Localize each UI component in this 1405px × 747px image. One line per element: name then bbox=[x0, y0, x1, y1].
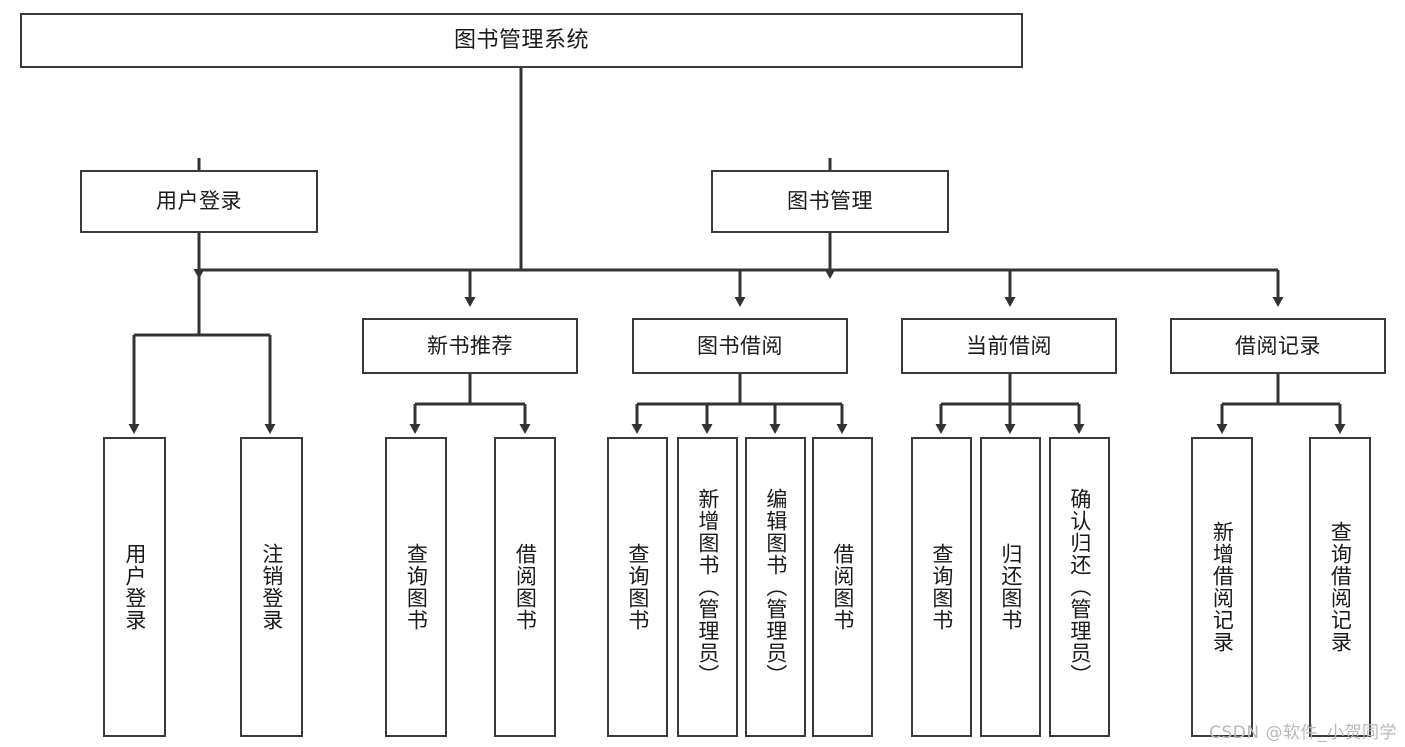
node-label: 借阅记录 bbox=[1235, 333, 1321, 358]
node-leaf-add-borrow-record[interactable]: 新增借阅记录 bbox=[1191, 437, 1253, 737]
node-label: 新增借阅记录 bbox=[1210, 521, 1235, 653]
node-label: 图书借阅 bbox=[697, 333, 783, 358]
node-leaf-query-book-borrow[interactable]: 查询图书 bbox=[607, 437, 668, 737]
node-borrow-record[interactable]: 借阅记录 bbox=[1170, 318, 1386, 374]
node-leaf-borrow-book-newbook[interactable]: 借阅图书 bbox=[494, 437, 556, 737]
node-label: 新书推荐 bbox=[427, 333, 513, 358]
node-leaf-return-book[interactable]: 归还图书 bbox=[980, 437, 1041, 737]
node-leaf-user-login[interactable]: 用户登录 bbox=[103, 437, 166, 737]
node-label: 新增图书（管理员） bbox=[695, 488, 720, 686]
node-book-borrow[interactable]: 图书借阅 bbox=[632, 318, 848, 374]
node-leaf-borrow-book[interactable]: 借阅图书 bbox=[812, 437, 873, 737]
node-leaf-confirm-return-admin[interactable]: 确认归还（管理员） bbox=[1049, 437, 1110, 737]
watermark-text: CSDN @软件_小贺同学 bbox=[1209, 723, 1397, 743]
node-new-book-recommend[interactable]: 新书推荐 bbox=[362, 318, 578, 374]
node-current-borrow[interactable]: 当前借阅 bbox=[901, 318, 1117, 374]
node-leaf-query-borrow-record[interactable]: 查询借阅记录 bbox=[1309, 437, 1371, 737]
node-label: 查询图书 bbox=[929, 543, 954, 631]
node-label: 图书管理 bbox=[787, 189, 873, 214]
node-label: 确认归还（管理员） bbox=[1067, 488, 1092, 686]
node-leaf-add-book-admin[interactable]: 新增图书（管理员） bbox=[677, 437, 738, 737]
node-label: 借阅图书 bbox=[830, 543, 855, 631]
node-leaf-query-book-current[interactable]: 查询图书 bbox=[911, 437, 972, 737]
node-leaf-edit-book-admin[interactable]: 编辑图书（管理员） bbox=[745, 437, 806, 737]
node-label: 当前借阅 bbox=[966, 333, 1052, 358]
node-label: 借阅图书 bbox=[513, 543, 538, 631]
node-user-login[interactable]: 用户登录 bbox=[80, 170, 318, 233]
node-label: 查询借阅记录 bbox=[1328, 521, 1353, 653]
node-label: 注销登录 bbox=[259, 543, 284, 631]
node-book-management[interactable]: 图书管理 bbox=[711, 170, 949, 233]
node-label: 归还图书 bbox=[998, 543, 1023, 631]
node-leaf-logout[interactable]: 注销登录 bbox=[240, 437, 303, 737]
node-label: 图书管理系统 bbox=[453, 27, 589, 53]
node-label: 用户登录 bbox=[156, 189, 242, 214]
node-label: 用户登录 bbox=[122, 543, 147, 631]
node-label: 编辑图书（管理员） bbox=[763, 488, 788, 686]
node-label: 查询图书 bbox=[404, 543, 429, 631]
node-root-system[interactable]: 图书管理系统 bbox=[20, 13, 1023, 68]
node-label: 查询图书 bbox=[625, 543, 650, 631]
node-leaf-query-book-newbook[interactable]: 查询图书 bbox=[385, 437, 447, 737]
